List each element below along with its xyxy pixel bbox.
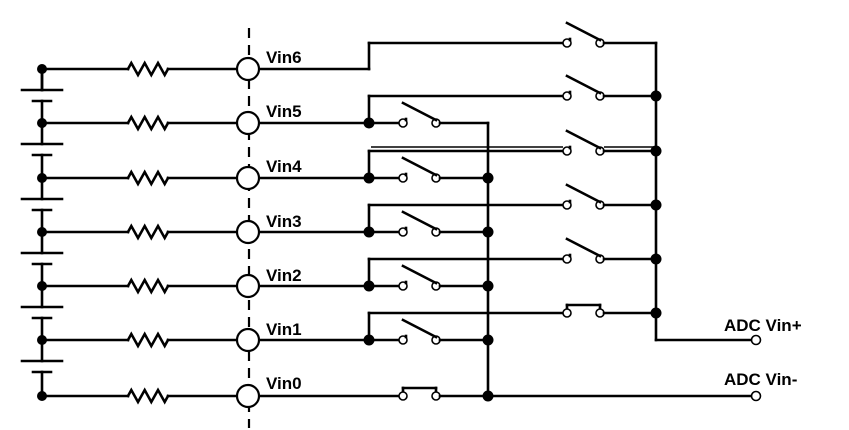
resistor-array (126, 60, 170, 405)
input-terminal (235, 165, 261, 191)
switch-low-blade (401, 264, 438, 285)
switch-low-blade (401, 101, 438, 122)
label-vin5: Vin5 (266, 102, 302, 121)
switch-low-blade (401, 210, 438, 231)
output-labels: ADC Vin+ ADC Vin- (724, 316, 802, 389)
switch-high-blade (565, 21, 602, 42)
input-terminals (235, 56, 261, 409)
switch-high-blade (565, 183, 602, 204)
junction-dot (363, 280, 375, 292)
input-terminal (235, 110, 261, 136)
switch-matrix (257, 21, 753, 402)
label-vin6: Vin6 (266, 48, 302, 67)
adc-vin-plus-terminal (750, 334, 762, 346)
label-vin3: Vin3 (266, 212, 302, 231)
switch-high-contact (562, 308, 572, 318)
label-adc-vin-plus: ADC Vin+ (724, 316, 802, 335)
output-terminals (750, 334, 762, 402)
resistor (126, 277, 170, 295)
resistor (126, 169, 170, 187)
label-vin4: Vin4 (266, 157, 302, 176)
junction-dot (363, 334, 375, 346)
junction-dot (363, 172, 375, 184)
junction-dot (363, 117, 375, 129)
label-vin0: Vin0 (266, 374, 302, 393)
resistor (126, 223, 170, 241)
input-wires (40, 67, 239, 398)
input-terminal (235, 56, 261, 82)
input-terminal (235, 219, 261, 245)
input-terminal (235, 327, 261, 353)
label-vin2: Vin2 (266, 266, 302, 285)
bus-junction-dot (482, 334, 494, 346)
resistor (126, 331, 170, 349)
bus-junction-dot (482, 226, 494, 238)
switch-high-blade (565, 74, 602, 95)
label-adc-vin-minus: ADC Vin- (724, 370, 797, 389)
input-terminal (235, 273, 261, 299)
adc-vin-minus-terminal (750, 390, 762, 402)
junction-dot (363, 226, 375, 238)
battery-stack (20, 64, 64, 401)
input-labels: Vin6 Vin5 Vin4 Vin3 Vin2 Vin1 Vin0 (266, 48, 302, 393)
switch-high-blade (565, 237, 602, 258)
switch-low-blade (401, 156, 438, 177)
input-terminal (235, 383, 261, 409)
resistor (126, 387, 170, 405)
label-vin1: Vin1 (266, 320, 302, 339)
switch-low-blade (401, 318, 438, 339)
resistor (126, 114, 170, 132)
switch-high-blade (565, 129, 602, 150)
bus-junction-dot (482, 172, 494, 184)
bus-junction-dot (482, 280, 494, 292)
switch-vin0-contact (398, 391, 408, 401)
resistor (126, 60, 170, 78)
